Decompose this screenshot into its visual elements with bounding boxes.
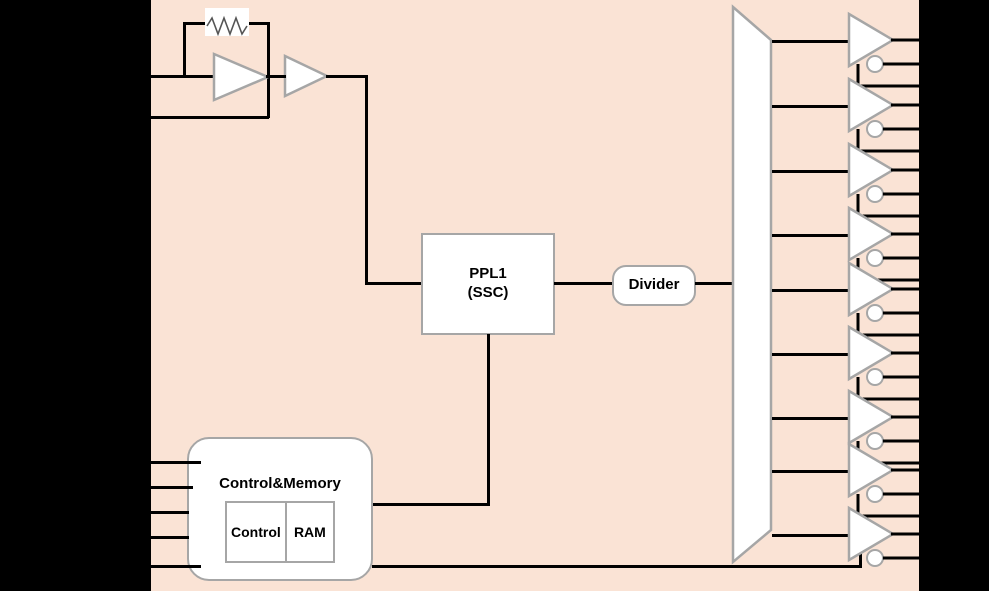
feedback-wire-top-right — [245, 22, 270, 25]
divider-block[interactable]: Divider — [612, 265, 696, 306]
differential-output-buffer-icon-6[interactable] — [847, 324, 919, 401]
differential-output-buffer-icon-1[interactable] — [847, 11, 919, 88]
differential-output-buffer-icon-7[interactable] — [847, 388, 919, 465]
wire-distbuf-to-buffer-4 — [772, 234, 852, 237]
osc-input-pin-2 — [151, 116, 269, 119]
feedback-wire-top-left — [183, 22, 213, 25]
distribution-buffer-shape[interactable] — [728, 0, 776, 591]
differential-output-buffer-icon-2[interactable] — [847, 76, 919, 153]
wire-osc-down — [365, 75, 368, 284]
divider-label: Divider — [628, 276, 680, 294]
wire-distbuf-to-buffer-3 — [772, 170, 852, 173]
pll-label-line2: (SSC) — [467, 284, 509, 301]
wire-pll-to-divider — [554, 282, 614, 285]
control-memory-block[interactable]: Control&Memory Control RAM — [187, 437, 373, 581]
inverting-amplifier-icon — [212, 52, 272, 102]
differential-output-buffer-icon-9[interactable] — [847, 505, 919, 568]
control-pin-4 — [151, 536, 189, 539]
differential-output-buffer-icon-8[interactable] — [847, 441, 919, 518]
wire-distbuf-to-buffer-1 — [772, 40, 852, 43]
wire-pll-to-control-vertical — [487, 334, 490, 506]
wire-pll-to-control-horizontal — [372, 503, 490, 506]
differential-output-buffer-icon-4[interactable] — [847, 205, 919, 282]
wire-distbuf-to-buffer-6 — [772, 353, 852, 356]
wire-osc-to-pll — [365, 282, 423, 285]
buffer-amplifier-icon — [283, 54, 330, 98]
wire-distbuf-to-buffer-9 — [772, 534, 852, 537]
wire-distbuf-to-buffer-5 — [772, 289, 852, 292]
pll-label-line1: PPL1 — [469, 265, 507, 283]
wire-distbuf-to-buffer-2 — [772, 105, 852, 108]
wire-distbuf-to-buffer-8 — [772, 470, 852, 473]
wire-bus-riser — [859, 549, 862, 567]
differential-output-buffer-icon-3[interactable] — [847, 141, 919, 218]
control-subblock[interactable]: Control — [227, 503, 287, 561]
ram-subblock[interactable]: RAM — [293, 524, 326, 540]
control-pin-1 — [151, 461, 201, 464]
control-memory-title: Control&Memory — [219, 475, 341, 492]
differential-output-buffer-icon-5[interactable] — [847, 260, 919, 337]
control-pin-3 — [151, 511, 189, 514]
wire-distbuf-to-buffer-7 — [772, 417, 852, 420]
resistor-symbol — [205, 8, 249, 36]
pll-block[interactable]: PPL1 (SSC) — [421, 233, 555, 335]
feedback-wire-right-vertical — [267, 22, 270, 118]
wire-amp1-to-amp2 — [266, 75, 286, 78]
feedback-wire-left-vertical — [183, 22, 186, 77]
wire-control-to-outputs-bus — [372, 565, 862, 568]
control-memory-subblocks: Control RAM — [225, 501, 335, 563]
control-pin-2 — [151, 486, 193, 489]
wire-amp2-out — [326, 75, 368, 78]
osc-input-pin-1 — [151, 75, 213, 78]
control-pin-5 — [151, 565, 201, 568]
wire-divider-to-distbuf — [695, 282, 735, 285]
